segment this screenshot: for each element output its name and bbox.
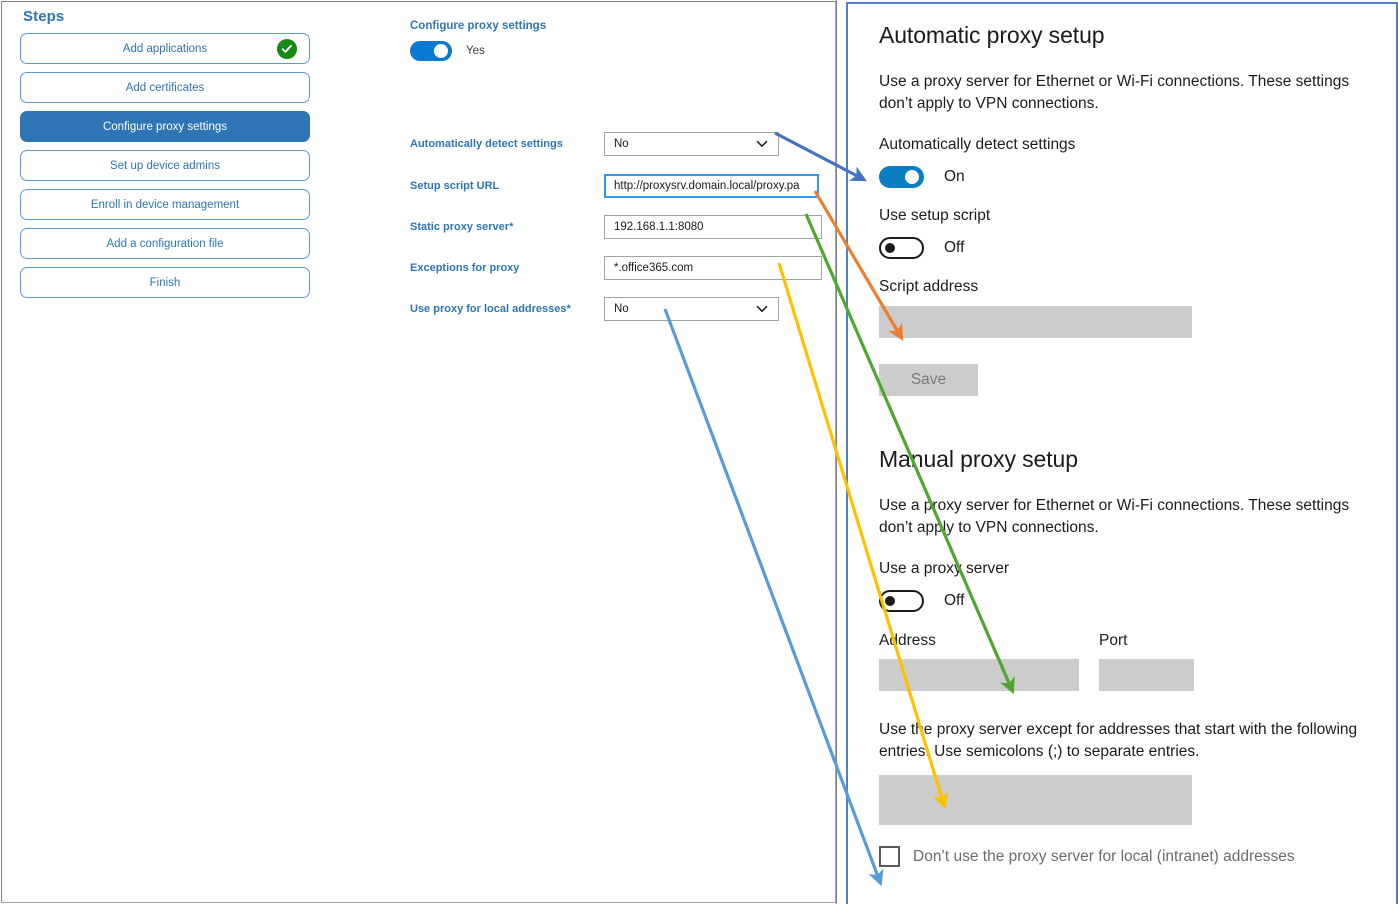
local-addresses-checkbox-row: Don’t use the proxy server for local (in… (879, 846, 1396, 867)
manual-proxy-setup-heading: Manual proxy setup (879, 446, 1078, 472)
use-setup-script-state: Off (944, 239, 965, 256)
panel-divider (836, 0, 837, 904)
required-marker: * (566, 303, 571, 315)
form-heading: Configure proxy settings (410, 20, 547, 32)
step-label: Set up device admins (110, 159, 220, 172)
exceptions-for-proxy-input[interactable]: *.office365.com (604, 256, 822, 280)
step-item-add-applications[interactable]: Add applications (20, 33, 310, 64)
script-address-label: Script address (879, 278, 979, 295)
local-addresses-checkbox[interactable] (879, 846, 900, 867)
step-item-add-a-configuration-file[interactable]: Add a configuration file (20, 228, 310, 259)
use-proxy-for-local-addresses-select[interactable]: No (604, 297, 779, 321)
setup-script-url-input[interactable]: http://proxysrv.domain.local/proxy.pa (604, 174, 819, 198)
wizard-frame: Steps Add applications Add certificates … (1, 1, 836, 903)
field-automatically-detect-settings: Automatically detect settings No (410, 132, 830, 156)
field-label: Exceptions for proxy (410, 262, 604, 274)
manual-proxy-setup-description: Use a proxy server for Ethernet or Wi-Fi… (879, 497, 1350, 536)
configure-proxy-toggle-value: Yes (466, 45, 485, 57)
chevron-down-icon (756, 305, 768, 312)
use-a-proxy-server-label: Use a proxy server (879, 560, 1010, 577)
toggle-knob (885, 243, 895, 253)
port-label: Port (1099, 632, 1128, 649)
step-label: Configure proxy settings (102, 120, 227, 133)
use-a-proxy-server-toggle[interactable] (879, 590, 924, 612)
use-setup-script-row: Off (879, 237, 1396, 259)
field-static-proxy-server: Static proxy server* 192.168.1.1:8080 (410, 215, 830, 239)
select-value: No (614, 303, 629, 315)
step-item-add-certificates[interactable]: Add certificates (20, 72, 310, 103)
field-label: Static proxy server* (410, 221, 604, 233)
input-value: http://proxysrv.domain.local/proxy.pa (614, 180, 800, 192)
step-label: Add applications (122, 42, 208, 55)
exceptions-input[interactable] (879, 775, 1192, 825)
field-label: Automatically detect settings (410, 138, 604, 150)
step-label: Add certificates (125, 81, 205, 94)
automatically-detect-settings-row: On (879, 166, 1396, 188)
step-item-enroll-in-device-management[interactable]: Enroll in device management (20, 189, 310, 220)
check-circle-icon (277, 38, 297, 59)
field-label: Use proxy for local addresses* (410, 303, 604, 315)
step-item-set-up-device-admins[interactable]: Set up device admins (20, 150, 310, 181)
use-setup-script-toggle[interactable] (879, 237, 924, 259)
field-label-text: Automatically detect settings (410, 138, 563, 150)
field-label-text: Use proxy for local addresses (410, 303, 567, 315)
steps-title: Steps (23, 8, 65, 25)
steps-panel: Steps Add applications Add certificates … (20, 8, 310, 306)
windows-proxy-settings-panel: Automatic proxy setup Use a proxy server… (846, 2, 1398, 904)
select-value: No (614, 138, 629, 150)
save-button[interactable]: Save (879, 364, 978, 396)
use-setup-script-label: Use setup script (879, 207, 991, 224)
automatically-detect-settings-label: Automatically detect settings (879, 136, 1076, 153)
input-value: 192.168.1.1:8080 (614, 221, 704, 233)
port-input[interactable] (1099, 659, 1194, 691)
step-item-configure-proxy-settings[interactable]: Configure proxy settings (20, 111, 310, 142)
configure-proxy-toggle[interactable] (410, 41, 452, 61)
automatically-detect-settings-state: On (944, 168, 965, 185)
required-marker: * (509, 221, 514, 233)
toggle-knob (885, 596, 895, 606)
local-addresses-checkbox-label: Don’t use the proxy server for local (in… (913, 847, 1295, 865)
step-item-finish[interactable]: Finish (20, 267, 310, 298)
field-label-text: Setup script URL (410, 180, 500, 192)
field-use-proxy-for-local-addresses: Use proxy for local addresses* No (410, 297, 830, 321)
automatic-proxy-setup-heading: Automatic proxy setup (879, 22, 1105, 48)
automatically-detect-settings-select[interactable]: No (604, 132, 779, 156)
field-label-text: Exceptions for proxy (410, 262, 520, 274)
step-label: Enroll in device management (90, 198, 240, 211)
automatic-proxy-setup-description: Use a proxy server for Ethernet or Wi-Fi… (879, 73, 1350, 112)
field-label: Setup script URL (410, 180, 604, 192)
field-label-text: Static proxy server (410, 221, 510, 233)
configure-proxy-toggle-row: Yes (410, 41, 830, 61)
toggle-knob (434, 44, 448, 58)
address-label: Address (879, 632, 936, 649)
input-value: *.office365.com (614, 262, 694, 274)
field-setup-script-url: Setup script URL http://proxysrv.domain.… (410, 174, 830, 198)
chevron-down-icon (756, 140, 768, 147)
address-port-row: Address Port (879, 632, 1396, 691)
step-label: Add a configuration file (106, 237, 224, 250)
step-label: Finish (149, 276, 181, 289)
automatically-detect-settings-toggle[interactable] (879, 166, 924, 188)
use-a-proxy-server-state: Off (944, 592, 965, 609)
toggle-knob (905, 170, 919, 184)
configure-proxy-form-header: Configure proxy settings Yes (410, 20, 830, 61)
address-input[interactable] (879, 659, 1079, 691)
script-address-input[interactable] (879, 306, 1192, 338)
exceptions-description: Use the proxy server except for addresse… (879, 721, 1358, 760)
use-a-proxy-server-row: Off (879, 590, 1396, 612)
field-exceptions-for-proxy: Exceptions for proxy *.office365.com (410, 256, 830, 280)
static-proxy-server-input[interactable]: 192.168.1.1:8080 (604, 215, 822, 239)
